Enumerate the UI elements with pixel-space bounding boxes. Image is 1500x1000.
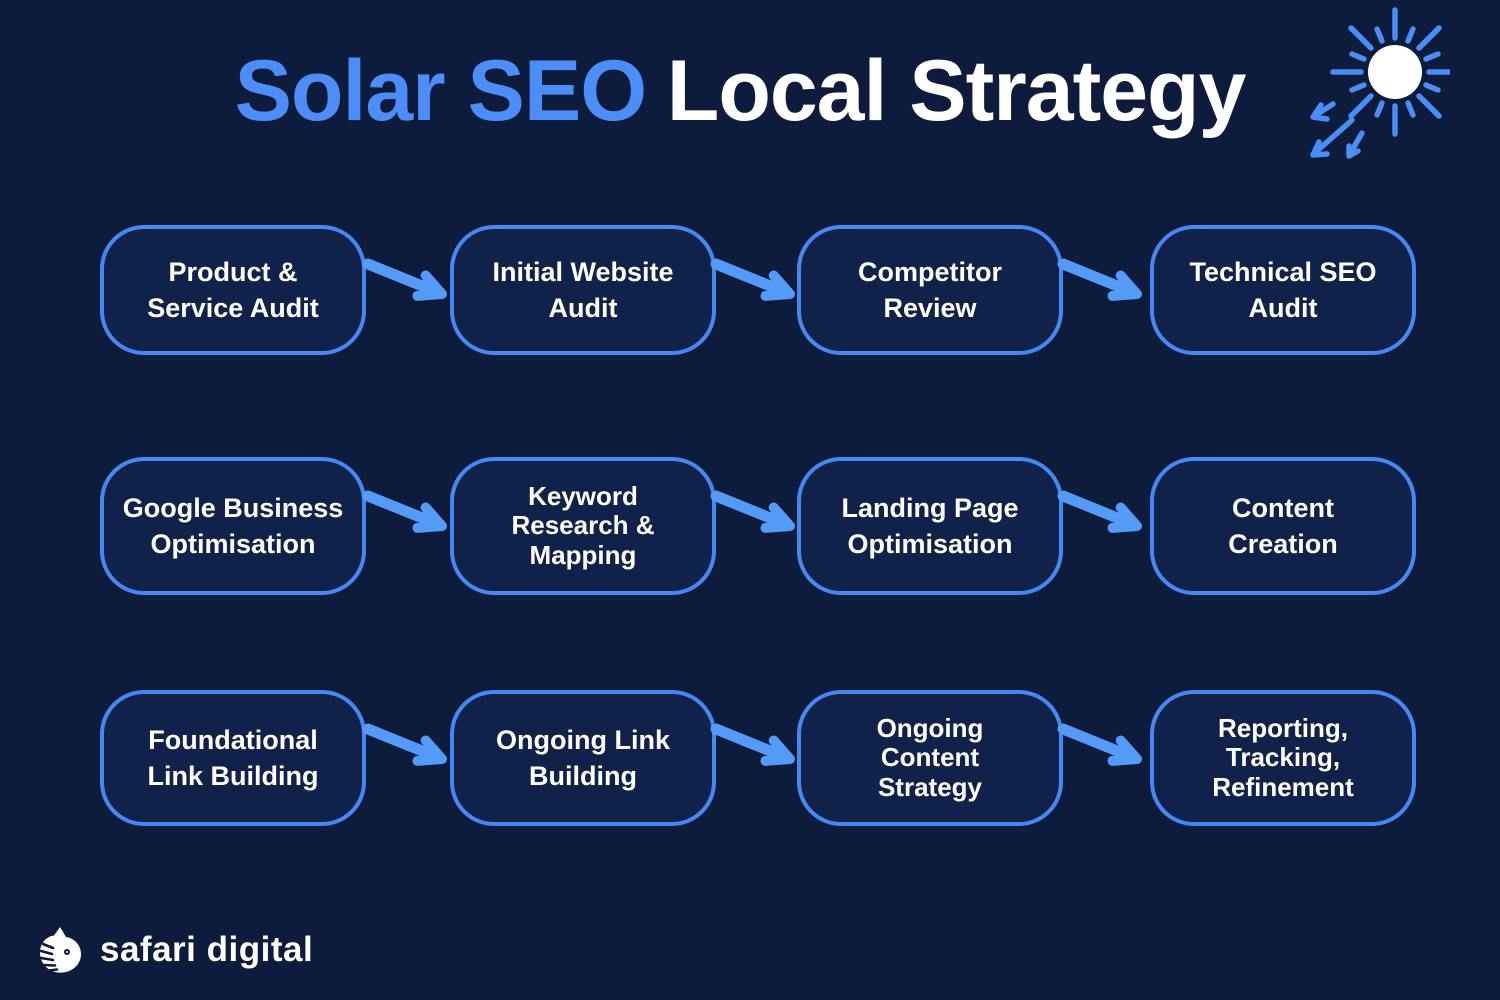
title-rest: Local Strategy xyxy=(666,43,1247,139)
step-label: Keyword Research & Mapping xyxy=(511,480,655,570)
arrow-connector-icon xyxy=(362,723,447,766)
sun-core xyxy=(1368,45,1422,99)
arrow-connector-icon xyxy=(1057,258,1142,301)
step-product-service-audit: Product & Service Audit xyxy=(100,225,366,355)
sun-icon xyxy=(1310,7,1450,159)
zebra-icon xyxy=(39,927,81,973)
step-label: Google Business Optimisation xyxy=(122,492,344,559)
step-label: Initial Website Audit xyxy=(492,256,674,323)
title-accent: Solar SEO xyxy=(234,43,648,139)
step-ongoing-content-strategy: Ongoing Content Strategy xyxy=(797,690,1063,826)
arrow-connector-icon xyxy=(710,723,795,766)
brand-name: safari digital xyxy=(100,930,314,969)
brand-footer: safari digital xyxy=(36,926,313,974)
arrow-connector-icon xyxy=(710,258,795,301)
step-landing-page-optimisation: Landing Page Optimisation xyxy=(797,457,1063,595)
step-content-creation: Content Creation xyxy=(1150,457,1416,595)
step-keyword-research-mapping: Keyword Research & Mapping xyxy=(450,457,716,595)
step-competitor-review: Competitor Review xyxy=(797,225,1063,355)
step-label: Ongoing Content Strategy xyxy=(876,712,984,802)
step-google-business-optimisation: Google Business Optimisation xyxy=(100,457,366,595)
step-technical-seo-audit: Technical SEO Audit xyxy=(1150,225,1416,355)
arrow-connector-icon xyxy=(362,258,447,301)
step-label: Ongoing Link Building xyxy=(496,724,670,791)
step-label: Technical SEO Audit xyxy=(1189,256,1377,323)
arrow-connector-icon xyxy=(1057,490,1142,533)
step-label: Competitor Review xyxy=(858,256,1002,323)
arrow-connector-icon xyxy=(1057,723,1142,766)
step-ongoing-link-building: Ongoing Link Building xyxy=(450,690,716,826)
step-label: Content Creation xyxy=(1228,492,1338,559)
step-label: Reporting, Tracking, Refinement xyxy=(1212,712,1354,802)
step-reporting-tracking-refinement: Reporting, Tracking, Refinement xyxy=(1150,690,1416,826)
step-label: Product & Service Audit xyxy=(147,256,319,323)
step-initial-website-audit: Initial Website Audit xyxy=(450,225,716,355)
sun-ray-arrows xyxy=(1310,101,1365,159)
arrow-connector-icon xyxy=(710,490,795,533)
step-label: Landing Page Optimisation xyxy=(841,492,1019,559)
step-foundational-link-building: Foundational Link Building xyxy=(100,690,366,826)
step-label: Foundational Link Building xyxy=(147,724,319,791)
arrow-connector-icon xyxy=(362,490,447,533)
